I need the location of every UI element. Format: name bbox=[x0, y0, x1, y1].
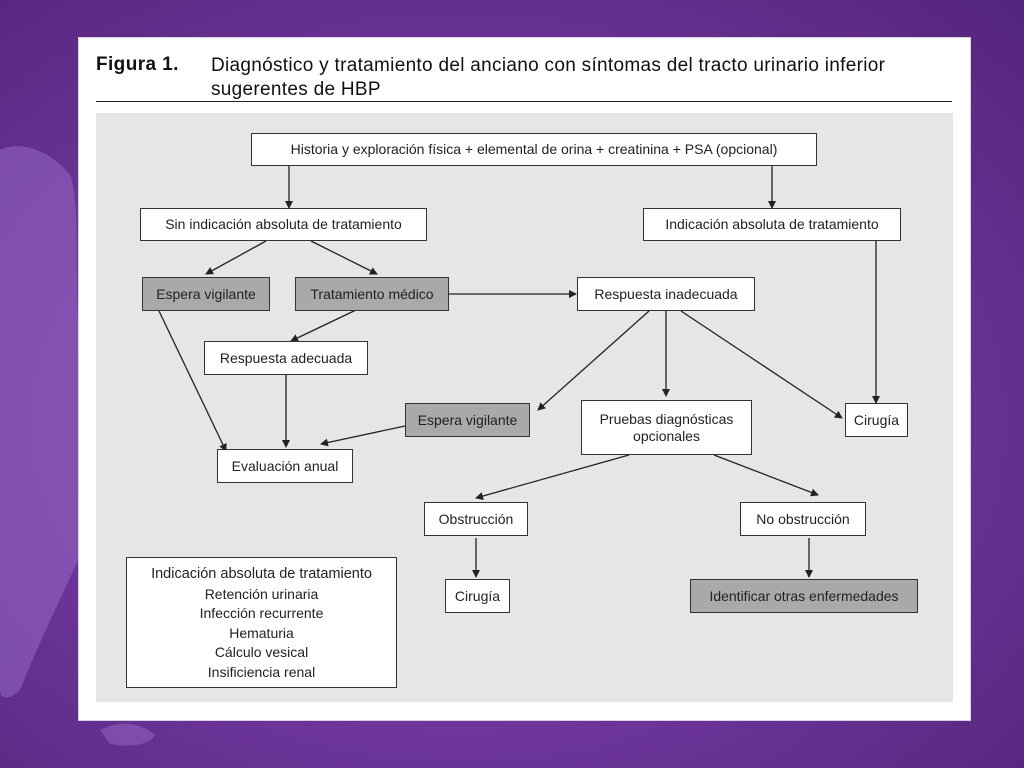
flowchart-arrows bbox=[158, 166, 880, 578]
node-indicacion-absoluta: Indicación absoluta de tratamiento bbox=[643, 208, 901, 241]
node-respuesta-adecuada: Respuesta adecuada bbox=[204, 341, 368, 375]
legend-item: Insificiencia renal bbox=[207, 663, 316, 680]
arrow-espera-to-evaluacion bbox=[158, 310, 227, 452]
node-cirugia-2: Cirugía bbox=[445, 579, 510, 613]
node-identificar-otras-enfermedades: Identificar otras enfermedades bbox=[690, 579, 918, 613]
node-tratamiento-medico: Tratamiento médico bbox=[295, 277, 449, 311]
arrow-pruebas-to-no-obstruccion bbox=[713, 454, 819, 497]
figure-title: Diagnóstico y tratamiento del anciano co… bbox=[211, 55, 886, 100]
node-cirugia-1: Cirugía bbox=[845, 403, 908, 437]
node-historia: Historia y exploración física + elementa… bbox=[251, 133, 817, 166]
legend-title: Indicación absoluta de tratamiento bbox=[151, 566, 372, 582]
node-espera-vigilante-2: Espera vigilante bbox=[405, 403, 530, 437]
node-obstruccion: Obstrucción bbox=[424, 502, 528, 536]
legend-item: Retención urinaria bbox=[204, 585, 319, 602]
legend-box: Indicación absoluta de tratamiento Reten… bbox=[126, 557, 397, 688]
arrow-sin-indicacion-to-espera bbox=[205, 240, 267, 275]
legend-item: Hematuria bbox=[229, 624, 294, 641]
legend-item: Infección recurrente bbox=[199, 605, 324, 621]
arrow-inadecuada-to-espera2 bbox=[537, 310, 650, 411]
arrow-espera2-to-evaluacion bbox=[320, 425, 406, 447]
legend-item: Cálculo vesical bbox=[214, 644, 309, 660]
title-divider bbox=[96, 101, 952, 102]
figure-slide: Figura 1. Diagnóstico y tratamiento del … bbox=[78, 37, 971, 721]
node-pruebas-diagnosticas: Pruebas diagnósticas opcionales bbox=[581, 400, 752, 455]
arrow-sin-indicacion-to-tratamiento bbox=[310, 240, 378, 275]
node-no-obstruccion: No obstrucción bbox=[740, 502, 866, 536]
figure-label: Figura 1. bbox=[96, 54, 179, 75]
arrow-pruebas-to-obstruccion bbox=[475, 454, 630, 500]
node-respuesta-inadecuada: Respuesta inadecuada bbox=[577, 277, 755, 311]
arrow-inadecuada-to-cirugia bbox=[680, 310, 843, 419]
arrow-tratamiento-to-respuesta-adecuada bbox=[290, 309, 357, 342]
flowchart-panel: Historia y exploración física + elementa… bbox=[96, 113, 953, 702]
node-espera-vigilante-1: Espera vigilante bbox=[142, 277, 270, 311]
node-sin-indicacion: Sin indicación absoluta de tratamiento bbox=[140, 208, 427, 241]
node-evaluacion-anual: Evaluación anual bbox=[217, 449, 353, 483]
